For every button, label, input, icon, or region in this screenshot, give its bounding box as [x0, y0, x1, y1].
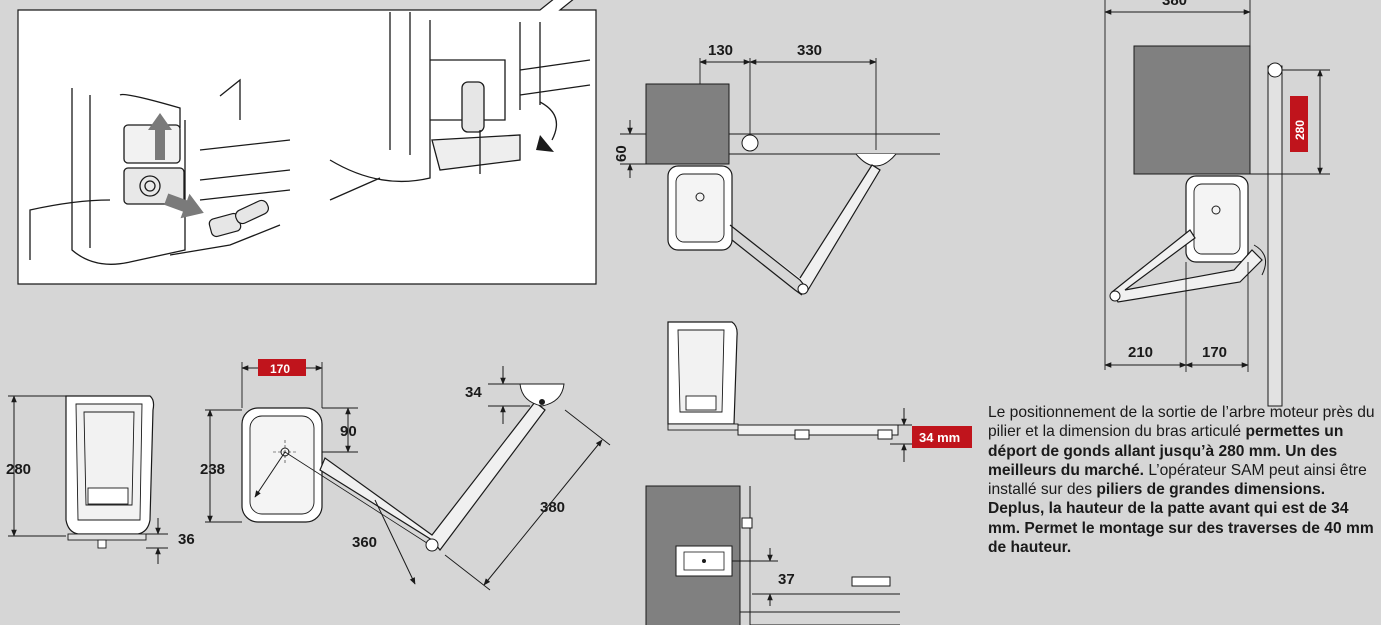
- dim-280-side: 280: [6, 461, 31, 478]
- desc-text-2: L’opérateur SAM peut ainsi être installé…: [988, 461, 1367, 499]
- red-badge-34mm: [912, 426, 972, 448]
- side-view: 280 36: [6, 395, 195, 564]
- dim-330: 330: [797, 42, 822, 59]
- dim-380-top: 380: [1162, 0, 1187, 9]
- dim-60: 60: [613, 145, 630, 162]
- release-key-icon: [208, 199, 269, 238]
- dim-170-front: 170: [270, 362, 290, 376]
- dim-280-red: 280: [1293, 120, 1307, 140]
- desc-bold-1: permettes un déport de gonds allant jusq…: [988, 423, 1344, 479]
- desc-text-1: Le positionnement de la sortie de l’arbr…: [988, 404, 1375, 441]
- elevation-view: 34 mm: [667, 321, 972, 462]
- offset-view-right: 380 280 210 170: [1104, 0, 1330, 407]
- rotate-arrow-icon: [536, 135, 554, 152]
- dim-37: 37: [778, 571, 795, 588]
- dim-130: 130: [708, 42, 733, 59]
- gate-post: [1267, 65, 1283, 407]
- pillar-block: [645, 83, 730, 165]
- description-paragraph-2: Deplus, la hauteur de la patte avant qui…: [988, 499, 1380, 557]
- dim-360: 360: [352, 534, 377, 551]
- arrow-up-icon: [148, 113, 172, 160]
- bracket-plan-view: 37: [645, 485, 900, 625]
- dim-170-right: 170: [1202, 344, 1227, 361]
- pillar-block-right: [1133, 45, 1251, 175]
- red-badge-280: [1290, 96, 1308, 152]
- dim-238: 238: [200, 461, 225, 478]
- plan-view-top: 130 330 60: [613, 42, 940, 296]
- front-view-dimensioned: 170 238 90 34 360 380: [200, 359, 611, 591]
- description-text: Le positionnement de la sortie de l’arbr…: [988, 403, 1380, 557]
- arrow-right-icon: [164, 193, 204, 219]
- dim-34-front: 34: [465, 384, 482, 401]
- operator-closeup-right: [329, 12, 591, 201]
- desc-bold-2: piliers de grandes dimensions.: [1096, 481, 1326, 499]
- release-detail-inset: [17, 0, 597, 285]
- red-badge-170: [258, 359, 306, 376]
- articulated-arm: [729, 164, 881, 292]
- dim-210: 210: [1128, 344, 1153, 361]
- dim-380-front: 380: [540, 499, 565, 516]
- dim-90: 90: [340, 423, 357, 440]
- dim-34mm: 34 mm: [919, 430, 960, 445]
- dim-36: 36: [178, 531, 195, 548]
- desc-bold-3: Deplus, la hauteur de la patte avant qui…: [988, 500, 1374, 557]
- description-paragraph-1: Le positionnement de la sortie de l’arbr…: [988, 403, 1380, 499]
